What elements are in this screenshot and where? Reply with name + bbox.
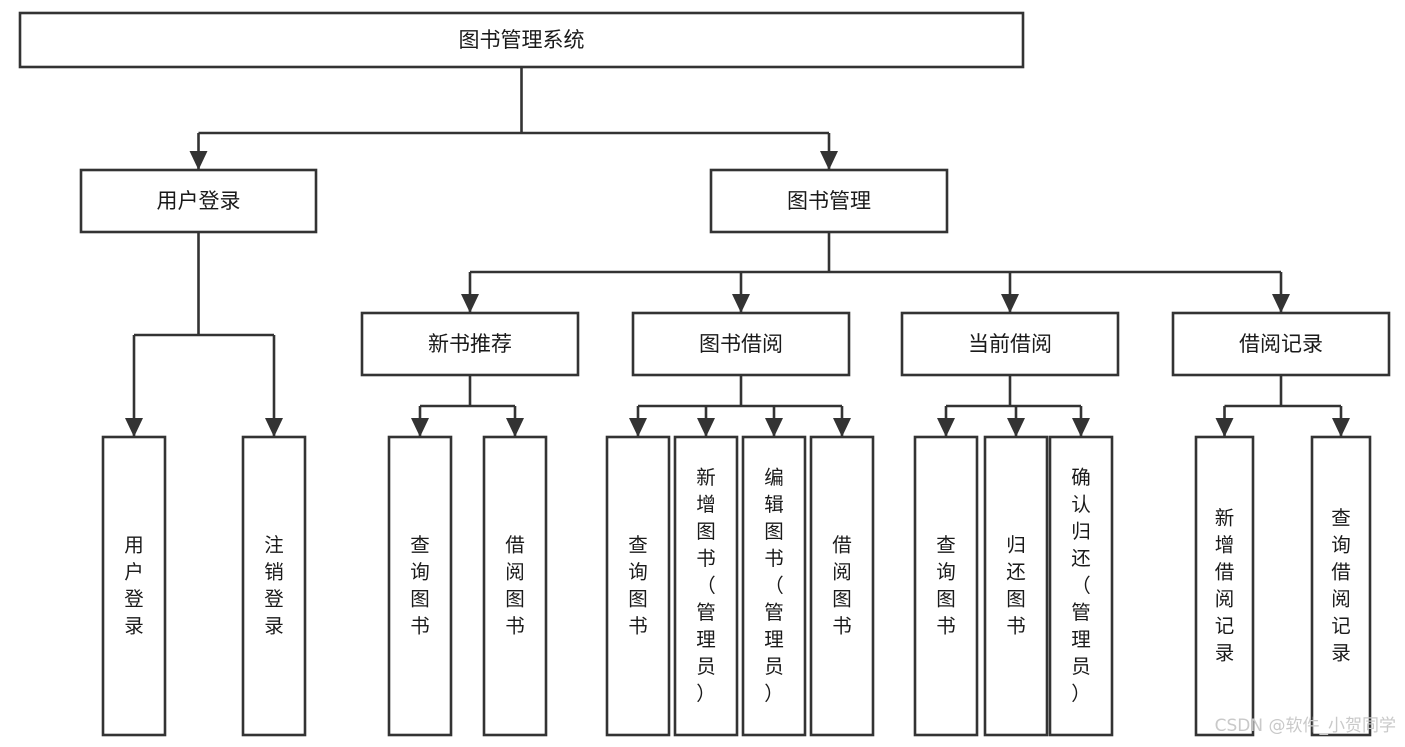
node-box <box>1194 435 1255 737</box>
connector-book-manage <box>461 232 1290 313</box>
node-box <box>983 435 1049 737</box>
node-leaf-query-record[interactable]: 查询借阅记录 <box>1310 435 1372 737</box>
node-leaf-query-book-c[interactable]: 查询图书 <box>913 435 979 737</box>
node-root[interactable]: 图书管理系统 <box>18 11 1025 69</box>
node-user-login[interactable]: 用户登录 <box>79 168 318 234</box>
node-leaf-edit-book[interactable]: 编辑图书（管理员） <box>741 435 807 737</box>
node-label: 查询图书 <box>628 533 648 637</box>
arrow-head <box>1007 418 1025 437</box>
node-box <box>605 435 671 737</box>
arrow-head <box>265 418 283 437</box>
node-box <box>1048 435 1114 737</box>
node-label: 归还图书 <box>1006 533 1026 637</box>
node-label: 新增图书（管理员） <box>696 466 716 705</box>
node-box <box>360 311 580 377</box>
node-book-manage[interactable]: 图书管理 <box>709 168 949 234</box>
node-new-book-rec[interactable]: 新书推荐 <box>360 311 580 377</box>
node-leaf-confirm-return[interactable]: 确认归还（管理员） <box>1048 435 1114 737</box>
node-leaf-borrow-book-rec[interactable]: 借阅图书 <box>482 435 548 737</box>
node-box <box>1310 435 1372 737</box>
node-label: 用户登录 <box>124 533 144 637</box>
arrow-head <box>732 294 750 313</box>
node-box <box>900 311 1120 377</box>
node-box <box>79 168 318 234</box>
node-label: 借阅记录 <box>1239 332 1323 356</box>
node-box <box>18 11 1025 69</box>
node-label: 查询借阅记录 <box>1331 506 1351 664</box>
arrow-head <box>125 418 143 437</box>
node-borrow-record[interactable]: 借阅记录 <box>1171 311 1391 377</box>
node-box <box>241 435 307 737</box>
node-label: 新书推荐 <box>428 332 512 356</box>
arrow-head <box>1272 294 1290 313</box>
node-box <box>913 435 979 737</box>
node-leaf-user-login[interactable]: 用户登录 <box>101 435 167 737</box>
node-box <box>809 435 875 737</box>
node-box <box>1171 311 1391 377</box>
node-label: 图书借阅 <box>699 332 783 356</box>
node-box <box>673 435 739 737</box>
node-book-borrow[interactable]: 图书借阅 <box>631 311 851 377</box>
node-leaf-query-book-b[interactable]: 查询图书 <box>605 435 671 737</box>
node-label: 图书管理系统 <box>459 28 585 52</box>
node-label: 查询图书 <box>410 533 430 637</box>
connector-root <box>189 67 838 170</box>
arrow-head <box>833 418 851 437</box>
connector-current-borrow <box>937 375 1090 437</box>
node-label: 注销登录 <box>264 533 284 637</box>
arrow-head <box>820 151 838 170</box>
connector-book-borrow <box>629 375 851 437</box>
node-leaf-add-record[interactable]: 新增借阅记录 <box>1194 435 1255 737</box>
arrow-head <box>1215 418 1234 437</box>
node-label: 借阅图书 <box>505 533 525 637</box>
arrow-head <box>506 418 524 437</box>
connector-layer <box>125 67 1350 437</box>
node-box <box>482 435 548 737</box>
arrow-head <box>461 294 479 313</box>
node-leaf-return-book[interactable]: 归还图书 <box>983 435 1049 737</box>
node-box <box>387 435 453 737</box>
node-label: 编辑图书（管理员） <box>764 466 784 705</box>
node-layer: 图书管理系统用户登录图书管理新书推荐图书借阅当前借阅借阅记录用户登录注销登录查询… <box>18 11 1391 737</box>
node-label: 当前借阅 <box>968 332 1052 356</box>
node-leaf-query-book-rec[interactable]: 查询图书 <box>387 435 453 737</box>
node-label: 借阅图书 <box>832 533 852 637</box>
arrow-head <box>629 418 647 437</box>
arrow-head <box>1072 418 1090 437</box>
node-leaf-borrow-book-b[interactable]: 借阅图书 <box>809 435 875 737</box>
arrow-head <box>937 418 955 437</box>
node-box <box>101 435 167 737</box>
node-box <box>631 311 851 377</box>
connector-new-book-rec <box>411 375 524 437</box>
connector-user-login <box>125 232 283 437</box>
connector-borrow-record <box>1215 375 1350 437</box>
arrow-head <box>765 418 783 437</box>
arrow-head <box>1001 294 1019 313</box>
watermark-label: CSDN @软件_小贺同学 <box>1215 716 1396 736</box>
node-leaf-logout[interactable]: 注销登录 <box>241 435 307 737</box>
arrow-head <box>189 151 208 170</box>
node-box <box>709 168 949 234</box>
arrow-head <box>1332 418 1350 437</box>
node-label: 用户登录 <box>157 189 241 213</box>
arrow-head <box>697 418 715 437</box>
node-label: 新增借阅记录 <box>1215 506 1235 664</box>
node-label: 图书管理 <box>787 189 871 213</box>
node-current-borrow[interactable]: 当前借阅 <box>900 311 1120 377</box>
node-label: 查询图书 <box>936 533 956 637</box>
node-label: 确认归还（管理员） <box>1071 466 1091 705</box>
node-box <box>741 435 807 737</box>
node-leaf-add-book[interactable]: 新增图书（管理员） <box>673 435 739 737</box>
arrow-head <box>411 418 429 437</box>
